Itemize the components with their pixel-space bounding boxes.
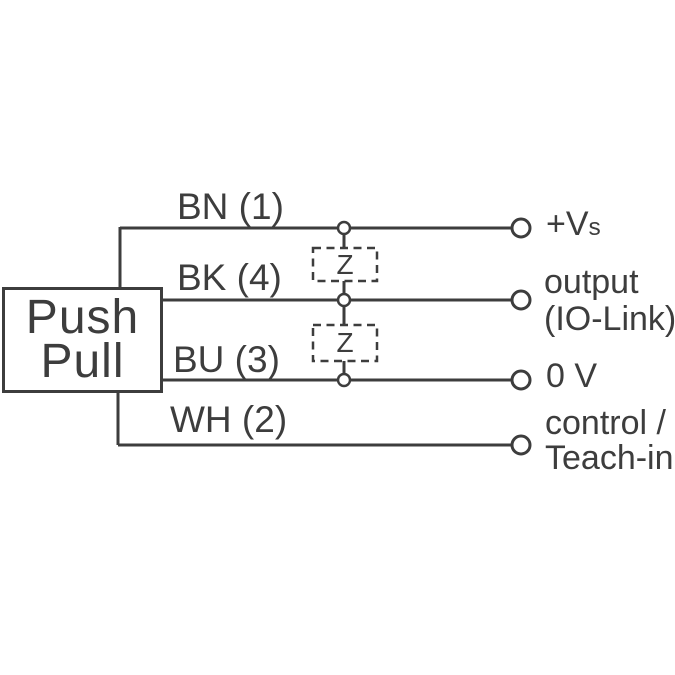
device-label-line1: Push — [25, 291, 140, 344]
terminal-label-output: output (IO-Link) — [544, 264, 675, 338]
suppressor1-label: Z — [336, 249, 353, 280]
wire-label-bu: BU (3) — [173, 339, 280, 380]
terminal-label-vs-sub: s — [588, 214, 601, 241]
terminal-vs-circle — [510, 217, 532, 239]
wire-label-bn: BN (1) — [177, 186, 284, 227]
suppressor2-box — [311, 323, 379, 363]
terminal-label-output-line1: output — [544, 263, 639, 301]
junction-bu-circle — [336, 372, 352, 388]
terminal-label-control-line1: control / — [545, 404, 666, 442]
junction-bn-circle — [336, 220, 352, 236]
terminal-label-control-line2: Teach-in — [545, 439, 674, 477]
terminal-output-circle — [510, 289, 532, 311]
suppressor2-label: Z — [336, 327, 353, 358]
terminal-control-circle — [510, 434, 532, 456]
device-box: Push Pull — [2, 287, 163, 393]
suppressor1-box — [311, 246, 379, 283]
terminal-label-0v: 0 V — [546, 357, 598, 395]
wire-label-bk: BK (4) — [177, 257, 282, 298]
device-label-line2: Pull — [40, 335, 125, 388]
terminal-label-output-line2: (IO-Link) — [544, 300, 675, 338]
wire-label-wh: WH (2) — [170, 399, 288, 440]
junction-bk-circle — [336, 292, 352, 308]
terminal-label-vs: +Vs — [546, 206, 601, 246]
terminal-label-vs-main: +V — [546, 205, 589, 243]
terminal-label-control: control / Teach-in — [545, 406, 674, 476]
terminal-0v-circle — [510, 369, 532, 391]
